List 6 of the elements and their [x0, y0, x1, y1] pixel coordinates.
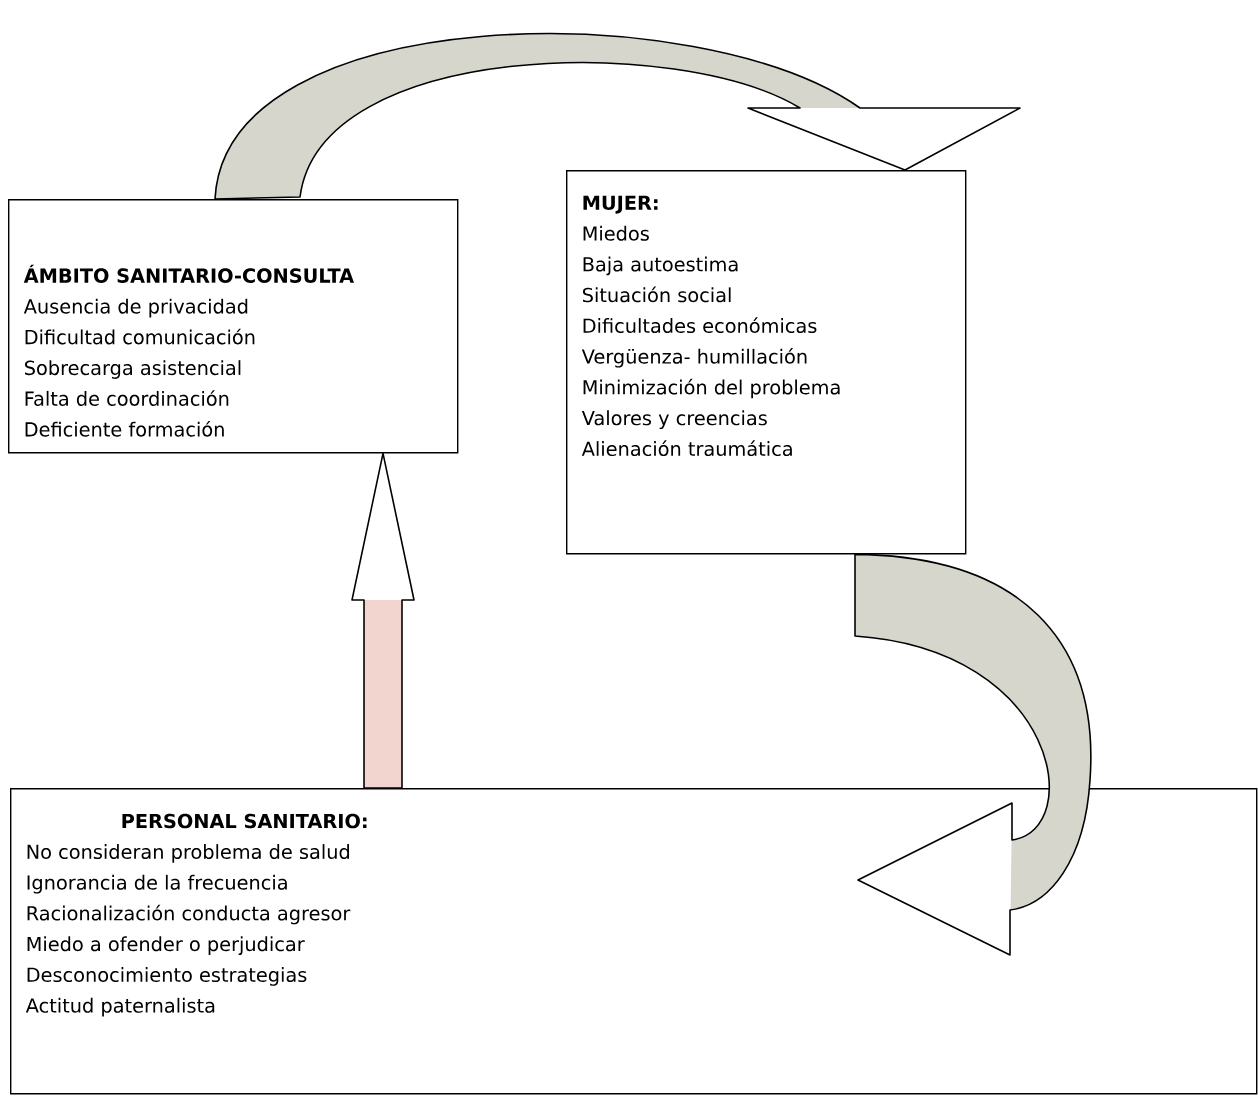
- text-box: PERSONAL SANITARIO: No consideran problema de salud Ignorancia de la frecuencia Racionalización conducta agresor Miedo a ofender o perjudicar Desconocimiento estrategias Actitud paternalista: [10, 788, 1258, 1095]
- curved-arrow: [214, 32, 1021, 200]
- curved-arrow: [854, 553, 1092, 956]
- text-box: MUJER: Miedos Baja autoestima Situación social Dificultades económicas Vergüenza- humillación Minimización del problema Valores y creencias Alienación traumática: [566, 170, 967, 555]
- block-arrow: [351, 452, 415, 789]
- text-box: ÁMBITO SANITARIO-CONSULTA Ausencia de privacidad Dificultad comunicación Sobrecarga asistencial Falta de coordinación Deficiente formación: [8, 199, 459, 454]
